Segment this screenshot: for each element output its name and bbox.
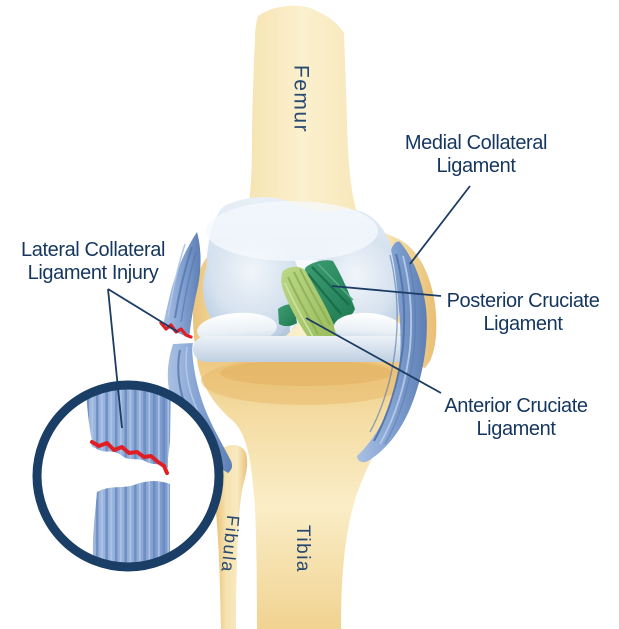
leader-lateral-to-inset — [107, 288, 123, 429]
tibial-plateau — [193, 336, 423, 362]
label-lateral-collateral-ligament-injury: Lateral Collateral Ligament Injury — [21, 239, 165, 284]
leader-anterior-cruciate — [305, 317, 442, 394]
anterior-cruciate-ligament-shape — [281, 266, 336, 350]
tibia-shadow — [201, 357, 411, 405]
trochlea-highlight — [206, 201, 378, 261]
femur-label: Femur — [289, 65, 312, 133]
leader-posterior-cruciate — [331, 285, 442, 297]
medial-collateral-ligament-shape — [357, 241, 427, 463]
tibia-bone — [197, 353, 409, 629]
label-posterior-cruciate-ligament: Posterior Cruciate Ligament — [446, 290, 600, 335]
ligament-tear-line — [159, 321, 193, 339]
injury-inset — [32, 380, 224, 572]
label-anterior-cruciate-ligament: Anterior Cruciate Ligament — [444, 395, 588, 440]
inset-ring — [32, 380, 224, 572]
leader-lateral-to-tear — [107, 288, 179, 333]
tibia-label: Tibia — [292, 525, 313, 573]
fibula-bone — [214, 445, 248, 629]
label-medial-collateral-ligament: Medial Collateral Ligament — [404, 132, 548, 177]
lateral-meniscus — [334, 312, 402, 344]
leader-medial-collateral — [409, 185, 471, 265]
tibia-shadow-inner — [220, 360, 392, 386]
inset-tear-line — [90, 440, 169, 475]
